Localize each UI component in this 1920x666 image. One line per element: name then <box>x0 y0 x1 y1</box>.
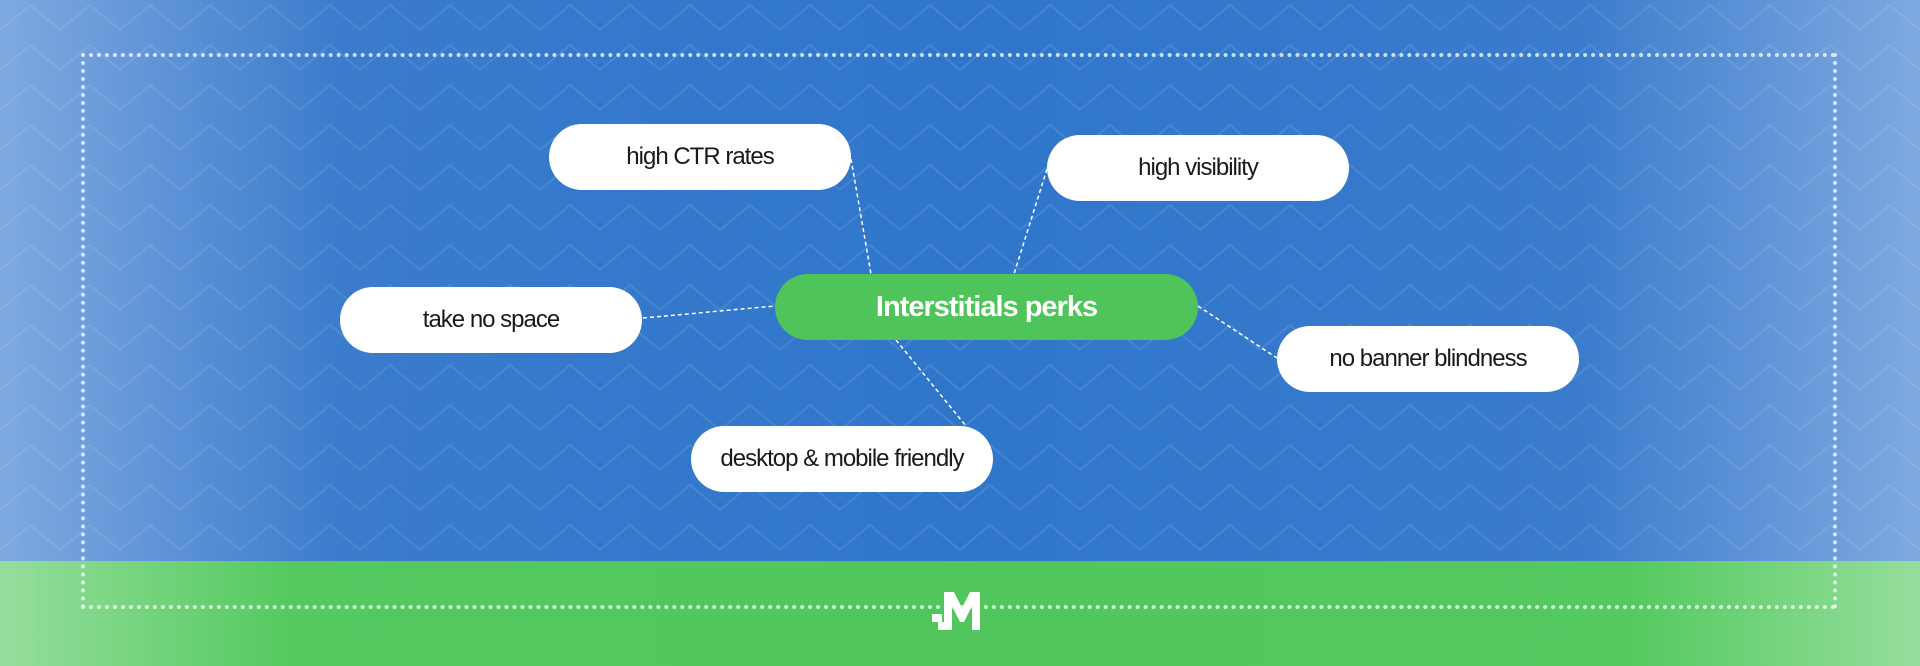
brand-logo-icon <box>932 592 980 630</box>
central-node-label: Interstitials perks <box>875 290 1098 323</box>
perk-label: take no space <box>422 306 560 333</box>
connector-desktop-mobile <box>895 339 967 427</box>
connector-no-banner-blindness <box>1197 305 1278 359</box>
perk-label: high visibility <box>1138 154 1259 181</box>
perk-high-ctr-rates: high CTR rates <box>549 124 851 190</box>
central-node: Interstitials perks <box>775 274 1198 340</box>
connector-high-visibility <box>1013 168 1048 275</box>
connector-high-ctr <box>850 158 872 275</box>
perk-label: desktop & mobile friendly <box>720 445 964 472</box>
perk-label: high CTR rates <box>626 143 774 170</box>
connector-take-no-space <box>642 305 776 319</box>
perk-desktop-mobile-friendly: desktop & mobile friendly <box>691 426 993 492</box>
perk-high-visibility: high visibility <box>1047 135 1349 201</box>
perk-no-banner-blindness: no banner blindness <box>1277 326 1579 392</box>
perk-take-no-space: take no space <box>340 287 642 353</box>
perk-label: no banner blindness <box>1329 345 1527 372</box>
